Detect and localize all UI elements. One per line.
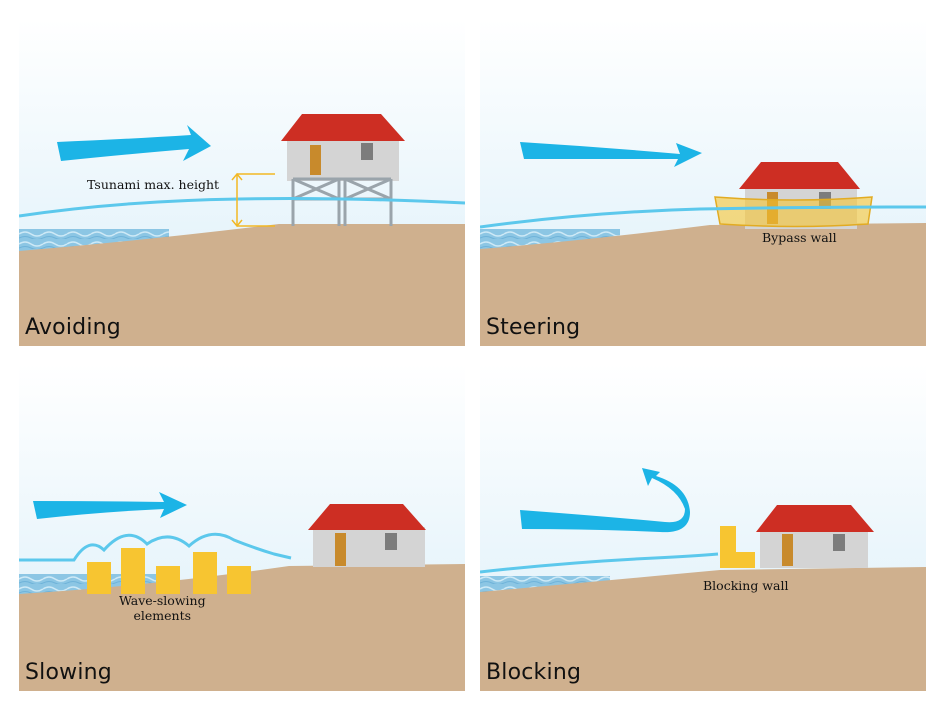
ground bbox=[19, 224, 465, 346]
panel-blocking: Blocking wall Blocking bbox=[480, 364, 926, 691]
house-icon bbox=[281, 114, 405, 181]
stilts-icon bbox=[291, 177, 393, 226]
wave-slowing-label-line1: Wave-slowing bbox=[119, 593, 206, 608]
wave-slowing-label-line2: elements bbox=[133, 608, 192, 623]
bypass-wall-label: Bypass wall bbox=[762, 230, 837, 245]
wave-slowing-elements-icon bbox=[87, 548, 251, 594]
panel-title-avoiding: Avoiding bbox=[25, 315, 121, 340]
water-line bbox=[480, 552, 719, 574]
water-line bbox=[19, 532, 292, 562]
bypass-wall-icon bbox=[714, 196, 873, 228]
blocking-illustration bbox=[480, 364, 926, 691]
panel-slowing: Wave-slowing elements Slowing bbox=[19, 364, 465, 691]
water-line bbox=[19, 197, 465, 218]
flow-arrow-icon bbox=[520, 468, 690, 533]
panel-title-blocking: Blocking bbox=[486, 660, 582, 685]
panel-avoiding: Tsunami max. height Avoiding bbox=[19, 19, 465, 346]
flow-arrow-icon bbox=[57, 125, 211, 161]
steering-illustration bbox=[480, 19, 926, 346]
panel-title-slowing: Slowing bbox=[25, 660, 112, 685]
house-icon bbox=[308, 504, 426, 567]
blocking-wall-label: Blocking wall bbox=[703, 578, 789, 593]
flow-arrow-icon bbox=[33, 492, 187, 519]
ground bbox=[480, 223, 926, 346]
wave-slowing-label: Wave-slowing elements bbox=[119, 593, 206, 623]
house-icon bbox=[756, 505, 874, 568]
ground bbox=[19, 564, 465, 691]
ground bbox=[480, 567, 926, 691]
panel-steering: Bypass wall Steering bbox=[480, 19, 926, 346]
slowing-illustration bbox=[19, 364, 465, 691]
panel-title-steering: Steering bbox=[486, 315, 581, 340]
blocking-wall-icon bbox=[720, 526, 755, 568]
avoiding-illustration bbox=[19, 19, 465, 346]
tsunami-height-label: Tsunami max. height bbox=[87, 177, 220, 192]
water-line bbox=[480, 205, 926, 229]
flow-arrow-icon bbox=[520, 142, 702, 167]
height-marker bbox=[231, 172, 275, 228]
